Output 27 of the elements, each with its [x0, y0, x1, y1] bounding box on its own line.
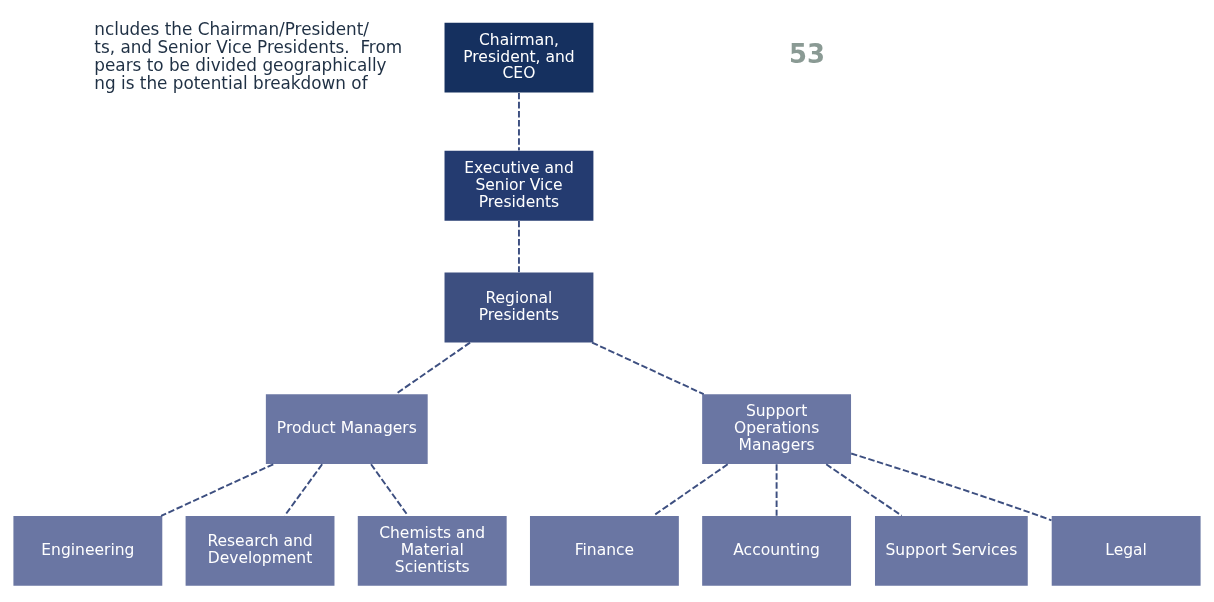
connector	[518, 91, 520, 152]
node-box: Chairman, President, and CEO	[444, 22, 594, 93]
connector	[518, 219, 520, 274]
connector	[652, 463, 729, 517]
node-box: Legal	[1051, 515, 1201, 586]
node-box: Finance	[529, 515, 679, 586]
connector	[825, 463, 903, 517]
node-box: Engineering	[13, 515, 163, 586]
connector	[850, 452, 1053, 522]
connector	[591, 341, 705, 396]
connector	[283, 463, 324, 517]
label: 53	[788, 38, 825, 69]
connector	[370, 463, 409, 517]
node-box: Product Managers	[265, 394, 428, 465]
label: ncludes the Chairman/President/	[94, 18, 369, 39]
node-box: Support Operations Managers	[702, 394, 852, 465]
connector	[775, 463, 778, 517]
label: pears to be divided geographically	[94, 55, 387, 76]
node-box: Accounting	[702, 515, 852, 586]
label: ts, and Senior Vice Presidents. From	[94, 36, 403, 57]
connector	[394, 341, 472, 395]
connector	[160, 463, 275, 517]
node-box: Regional Presidents	[444, 272, 594, 343]
node-box: Research and Development	[185, 515, 335, 586]
node-box: Support Services	[875, 515, 1028, 586]
node-box: Chemists and Material Scientists	[357, 515, 507, 586]
node-box: Executive and Senior Vice Presidents	[444, 150, 594, 221]
